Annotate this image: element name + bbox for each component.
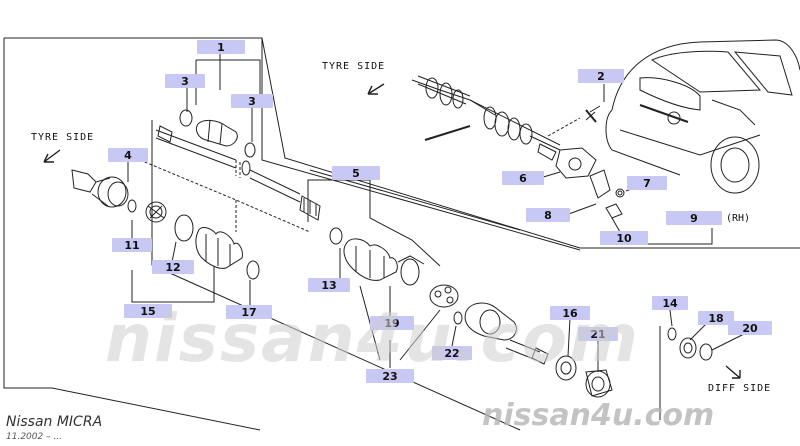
model-title: Nissan MICRA bbox=[6, 414, 103, 430]
callout-10[interactable]: 10 bbox=[600, 231, 648, 245]
right-diff-parts bbox=[555, 228, 713, 420]
callout-8[interactable]: 8 bbox=[526, 208, 570, 222]
tyre-upper-arrow-icon bbox=[367, 83, 385, 95]
callout-12[interactable]: 12 bbox=[152, 260, 194, 274]
car-illustration bbox=[605, 39, 800, 194]
callout-18[interactable]: 18 bbox=[698, 311, 734, 325]
callout-19[interactable]: 19 bbox=[370, 316, 414, 330]
callout-13[interactable]: 13 bbox=[308, 278, 350, 292]
left-shaft-parts bbox=[71, 109, 321, 280]
callout-3b[interactable]: 3 bbox=[231, 94, 273, 108]
callout-23[interactable]: 23 bbox=[366, 369, 414, 383]
inner-frame bbox=[261, 38, 581, 251]
callout-9[interactable]: 9 bbox=[666, 211, 722, 225]
bracket-assembly bbox=[547, 105, 625, 219]
tyre-side-label-upper: TYRE SIDE bbox=[322, 61, 386, 72]
callout-7[interactable]: 7 bbox=[627, 176, 667, 190]
callout-2[interactable]: 2 bbox=[578, 69, 624, 83]
model-date: 11.2002 – ... bbox=[6, 432, 63, 442]
upper-drive-shaft bbox=[411, 75, 561, 161]
watermark-corner: nissan4u.com bbox=[482, 398, 715, 433]
callout-21[interactable]: 21 bbox=[578, 327, 618, 341]
callout-20[interactable]: 20 bbox=[728, 321, 772, 335]
rh-note: (RH) bbox=[726, 213, 751, 224]
callout-6[interactable]: 6 bbox=[502, 171, 544, 185]
middle-shaft-parts bbox=[329, 227, 549, 365]
tyre-left-arrow-icon bbox=[43, 149, 61, 163]
callout-17[interactable]: 17 bbox=[226, 305, 272, 319]
callout-15[interactable]: 15 bbox=[124, 304, 172, 318]
callout-3a[interactable]: 3 bbox=[165, 74, 205, 88]
direction-arrows bbox=[43, 83, 741, 379]
callout-1[interactable]: 1 bbox=[197, 40, 245, 54]
callout-11[interactable]: 11 bbox=[112, 238, 152, 252]
callout-22[interactable]: 22 bbox=[432, 346, 472, 360]
callout-16[interactable]: 16 bbox=[550, 306, 590, 320]
tyre-side-label-left: TYRE SIDE bbox=[31, 132, 95, 143]
callout-4[interactable]: 4 bbox=[108, 148, 148, 162]
frame-outline bbox=[3, 37, 800, 431]
diff-side-label: DIFF SIDE bbox=[708, 383, 772, 394]
callout-5[interactable]: 5 bbox=[332, 166, 380, 180]
watermark-center: nissan4u.com bbox=[105, 300, 640, 377]
callout-14[interactable]: 14 bbox=[652, 296, 688, 310]
diff-arrow-icon bbox=[725, 365, 741, 379]
